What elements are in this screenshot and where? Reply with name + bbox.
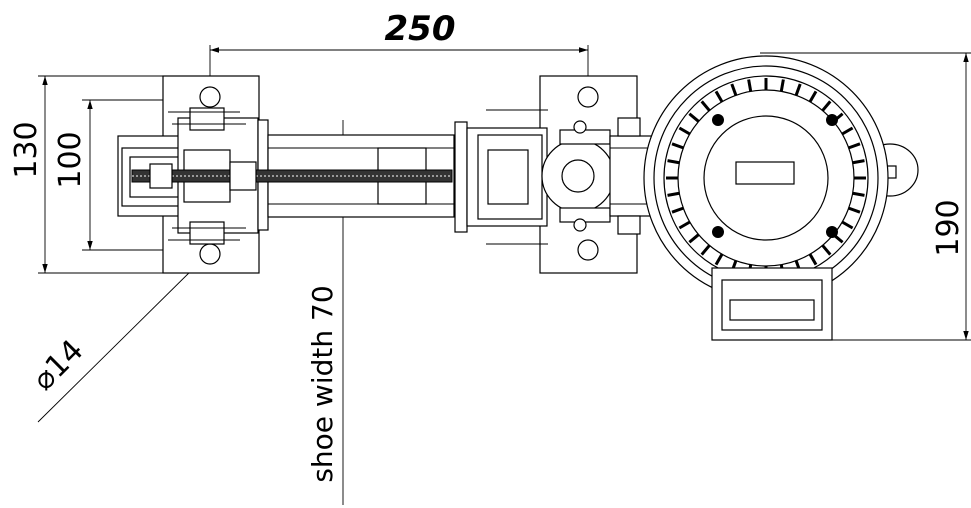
dimension-250-label: 250 <box>385 9 456 49</box>
cooling-fin <box>779 79 785 92</box>
cooling-fin <box>667 159 680 165</box>
cooling-fin <box>747 79 753 92</box>
cooling-fin <box>714 253 724 266</box>
shoe-width-label: shoe width 70 <box>306 285 339 482</box>
cooling-fin <box>714 90 724 103</box>
cooling-fin <box>688 233 700 244</box>
cooling-fin <box>852 191 865 197</box>
cooling-fin <box>678 220 691 230</box>
right-clamp <box>454 109 615 245</box>
cooling-fin <box>688 112 700 123</box>
nut-left-2 <box>229 161 257 191</box>
dimension-100-label: 100 <box>53 131 88 188</box>
right-top-hole <box>577 86 599 108</box>
dimension-190: 190 <box>760 52 971 341</box>
cooling-fin <box>848 206 861 214</box>
dimension-shoe-width: shoe width 70 <box>306 120 344 505</box>
left-bottom-hole <box>199 243 221 265</box>
cooling-fin <box>678 126 691 136</box>
dimension-250: 250 <box>209 9 589 95</box>
cooling-fin <box>832 112 844 123</box>
dimension-190-label: 190 <box>931 199 966 256</box>
right-bottom-hole <box>577 239 599 261</box>
dimension-130-label: 130 <box>9 121 44 178</box>
cooling-fin <box>794 83 802 96</box>
threaded-rod <box>131 134 475 218</box>
cooling-fin <box>671 142 684 150</box>
dimension-100: 100 <box>53 99 200 251</box>
cooling-fin <box>848 142 861 150</box>
cooling-fin <box>841 126 854 136</box>
dimension-130: 130 <box>9 75 200 274</box>
cooling-fin <box>852 159 865 165</box>
cooling-fin <box>821 100 832 112</box>
cooling-fin <box>832 233 844 244</box>
cooling-fin <box>700 100 711 112</box>
cooling-fin <box>841 220 854 230</box>
motor-housing <box>643 55 919 341</box>
left-top-hole <box>199 86 221 108</box>
cooling-fin <box>671 206 684 214</box>
diameter-14-label: ⌀14 <box>26 333 91 398</box>
cooling-fin <box>700 244 711 256</box>
cooling-fin <box>808 253 818 266</box>
dimension-diameter-14: ⌀14 <box>26 261 201 423</box>
nut-left-1 <box>149 163 173 189</box>
cooling-fin <box>808 90 818 103</box>
cooling-fin <box>667 191 680 197</box>
cooling-fin <box>821 244 832 256</box>
cooling-fin <box>730 83 738 96</box>
